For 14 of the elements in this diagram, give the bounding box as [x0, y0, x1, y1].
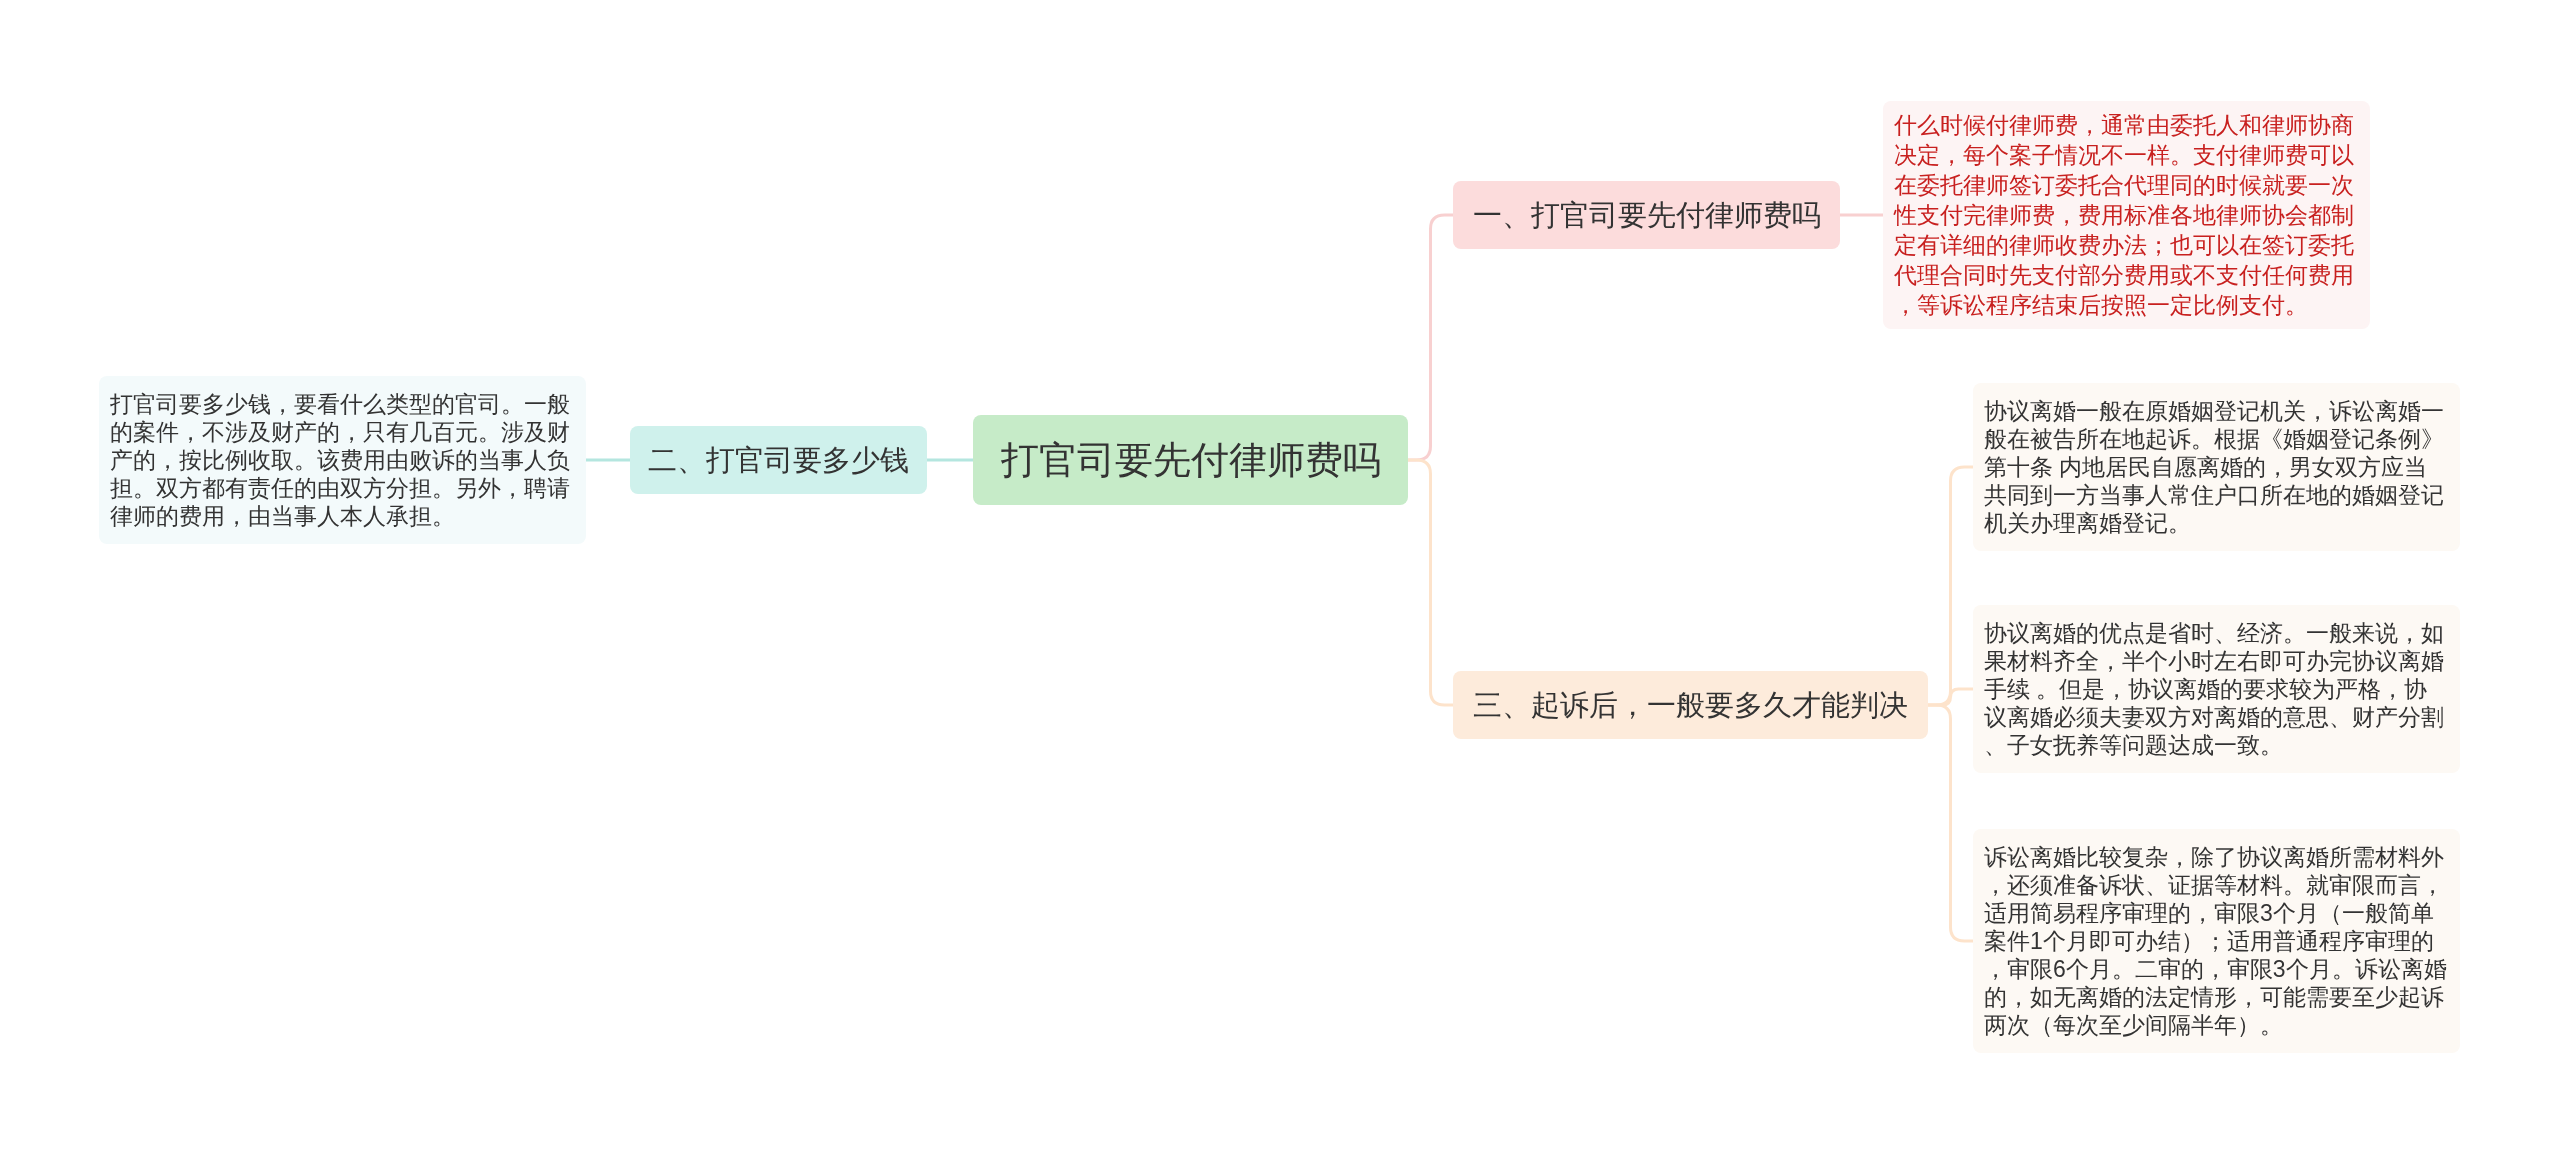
note-card: 打官司要多少钱，要看什么类型的官司。一般的案件，不涉及财产的，只有几百元。涉及财产的，按比例收取。该费用由败诉的当事人负担。双方都有责任的由双方分担。另外，聘请律师的费用，由当事人本人承担。	[99, 376, 586, 544]
connector-line	[1408, 458, 1453, 707]
note-card: 协议离婚一般在原婚姻登记机关，诉讼离婚一般在被告所在地起诉。根据《婚姻登记条例》第十条 内地居民自愿离婚的，男女双方应当共同到一方当事人常住户口所在地的婚姻登记机关办理离婚登记。	[1973, 383, 2460, 551]
branch-topic: 一、打官司要先付律师费吗	[1453, 181, 1840, 249]
branch-topic: 三、起诉后，一般要多久才能判决	[1453, 671, 1928, 739]
note-card: 什么时候付律师费，通常由委托人和律师协商决定，每个案子情况不一样。支付律师费可以在委托律师签订委托合代理同的时候就要一次性支付完律师费，费用标准各地律师协会都制定有详细的律师收费办法；也可以在签订委托代理合同时先支付部分费用或不支付任何费用，等诉讼程序结束后按照一定比例支付。	[1883, 101, 2370, 329]
connector-line	[586, 458, 630, 462]
note-card: 诉讼离婚比较复杂，除了协议离婚所需材料外，还须准备诉状、证据等材料。就审限而言，适用简易程序审理的，审限3个月（一般简单案件1个月即可办结）；适用普通程序审理的，审限6个月。二审的，审限3个月。诉讼离婚的，如无离婚的法定情形，可能需要至少起诉两次（每次至少间隔半年）。	[1973, 829, 2460, 1053]
central-topic: 打官司要先付律师费吗	[973, 415, 1408, 505]
branch-topic: 二、打官司要多少钱	[630, 426, 927, 494]
connector-line	[1928, 703, 1973, 943]
connector-line	[927, 458, 973, 462]
note-card: 协议离婚的优点是省时、经济。一般来说，如果材料齐全，半个小时左右即可办完协议离婚手续 。但是，协议离婚的要求较为严格，协议离婚必须夫妻双方对离婚的意思、财产分割、子女抚养等问题达成一致。	[1973, 605, 2460, 773]
connector-line	[1840, 213, 1883, 217]
